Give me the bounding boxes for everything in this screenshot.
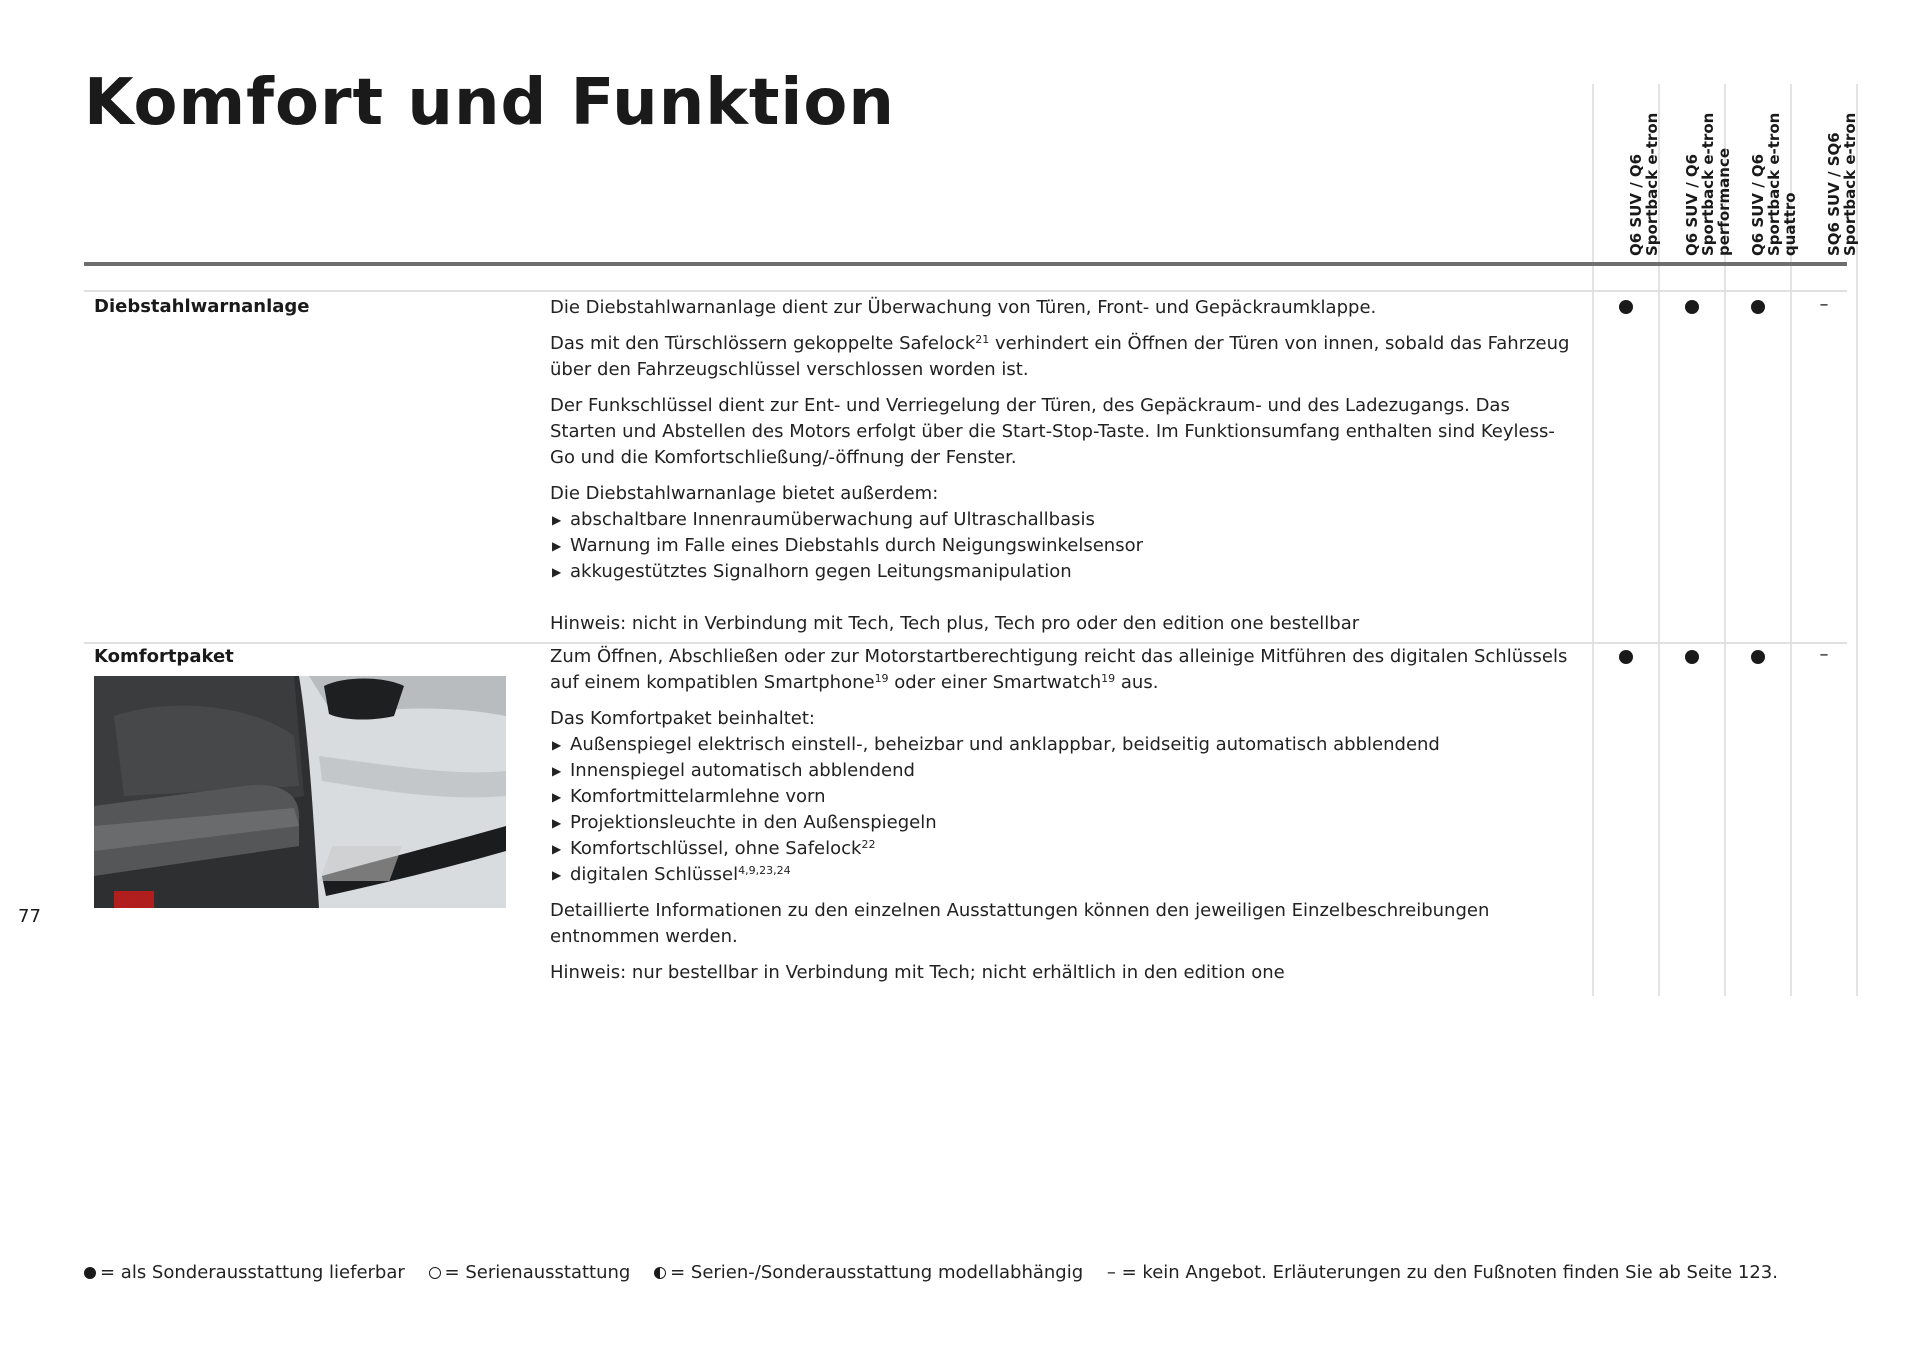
row-label-komfortpaket: Komfortpaket: [94, 646, 234, 667]
paragraph: Das mit den Türschlössern gekoppelte Saf…: [550, 333, 1570, 380]
page-number: 77: [18, 906, 41, 927]
paragraph: Detaillierte Informationen zu den einzel…: [550, 900, 1490, 947]
triangle-bullet-icon: ▶: [552, 816, 562, 830]
triangle-bullet-icon: ▶: [552, 513, 562, 527]
availability-full: [1659, 298, 1725, 319]
row-label-diebstahlwarnanlage: Diebstahlwarnanlage: [94, 296, 310, 317]
paragraph: Die Diebstahlwarnanlage dient zur Überwa…: [550, 297, 1377, 318]
column-divider: [1592, 84, 1594, 996]
dash-icon: –: [1106, 1262, 1116, 1283]
availability-full: [1659, 648, 1725, 669]
availability-none: –: [1819, 294, 1829, 315]
row-description-komfortpaket: Zum Öffnen, Abschließen oder zur Motorst…: [550, 644, 1580, 996]
legend-item-full: = als Sonderausstattung lieferbar: [84, 1262, 405, 1283]
row-description-diebstahlwarnanlage: Die Diebstahlwarnanlage dient zur Überwa…: [550, 295, 1580, 647]
feature-list: ▶Außenspiegel elektrisch einstell-, behe…: [550, 732, 1580, 888]
list-intro: Das Komfortpaket beinhaltet:: [550, 708, 815, 729]
list-item: ▶abschaltbare Innenraumüberwachung auf U…: [550, 507, 1580, 533]
row-divider: [84, 290, 1847, 292]
triangle-bullet-icon: ▶: [552, 842, 562, 856]
feature-list: ▶abschaltbare Innenraumüberwachung auf U…: [550, 507, 1580, 585]
empty-circle-icon: [428, 1267, 441, 1279]
row-divider: [84, 642, 1847, 644]
column-divider: [1790, 84, 1792, 996]
list-intro: Die Diebstahlwarnanlage bietet außerdem:: [550, 483, 939, 504]
note: Hinweis: nur bestellbar in Verbindung mi…: [550, 962, 1285, 983]
note: Hinweis: nicht in Verbindung mit Tech, T…: [550, 613, 1360, 634]
list-item: ▶akkugestütztes Signalhorn gegen Leitung…: [550, 559, 1580, 585]
triangle-bullet-icon: ▶: [552, 868, 562, 882]
availability-full: [1725, 648, 1791, 669]
header-rule: [84, 262, 1847, 266]
legend-item-empty: = Serienausstattung: [428, 1262, 630, 1283]
availability-none: –: [1819, 644, 1829, 665]
column-divider: [1658, 84, 1660, 996]
half-circle-icon: [654, 1267, 667, 1279]
list-item: ▶Komfortmittelarmlehne vorn: [550, 784, 1580, 810]
list-item: ▶Außenspiegel elektrisch einstell-, behe…: [550, 732, 1580, 758]
paragraph: Zum Öffnen, Abschließen oder zur Motorst…: [550, 646, 1568, 693]
list-item: ▶Warnung im Falle eines Diebstahls durch…: [550, 533, 1580, 559]
interior-photo: [94, 676, 506, 908]
triangle-bullet-icon: ▶: [552, 738, 562, 752]
triangle-bullet-icon: ▶: [552, 790, 562, 804]
list-item: ▶digitalen Schlüssel4,9,23,24: [550, 862, 1580, 888]
triangle-bullet-icon: ▶: [552, 539, 562, 553]
list-item: ▶Projektionsleuchte in den Außenspiegeln: [550, 810, 1580, 836]
list-item: ▶Komfortschlüssel, ohne Safelock22: [550, 836, 1580, 862]
availability-full: [1593, 298, 1659, 319]
page-title: Komfort und Funktion: [84, 66, 895, 140]
legend: = als Sonderausstattung lieferbar = Seri…: [84, 1262, 1796, 1283]
filled-circle-icon: [84, 1267, 96, 1279]
availability-full: [1725, 298, 1791, 319]
availability-full: [1593, 648, 1659, 669]
paragraph: Der Funkschlüssel dient zur Ent- und Ver…: [550, 395, 1555, 468]
triangle-bullet-icon: ▶: [552, 565, 562, 579]
legend-item-half: = Serien-/Sonderausstattung modellabhäng…: [654, 1262, 1083, 1283]
column-divider: [1724, 84, 1726, 996]
list-item: ▶Innenspiegel automatisch abblendend: [550, 758, 1580, 784]
legend-item-none: – = kein Angebot. Erläuterungen zu den F…: [1106, 1262, 1778, 1283]
column-divider: [1856, 84, 1858, 996]
triangle-bullet-icon: ▶: [552, 764, 562, 778]
